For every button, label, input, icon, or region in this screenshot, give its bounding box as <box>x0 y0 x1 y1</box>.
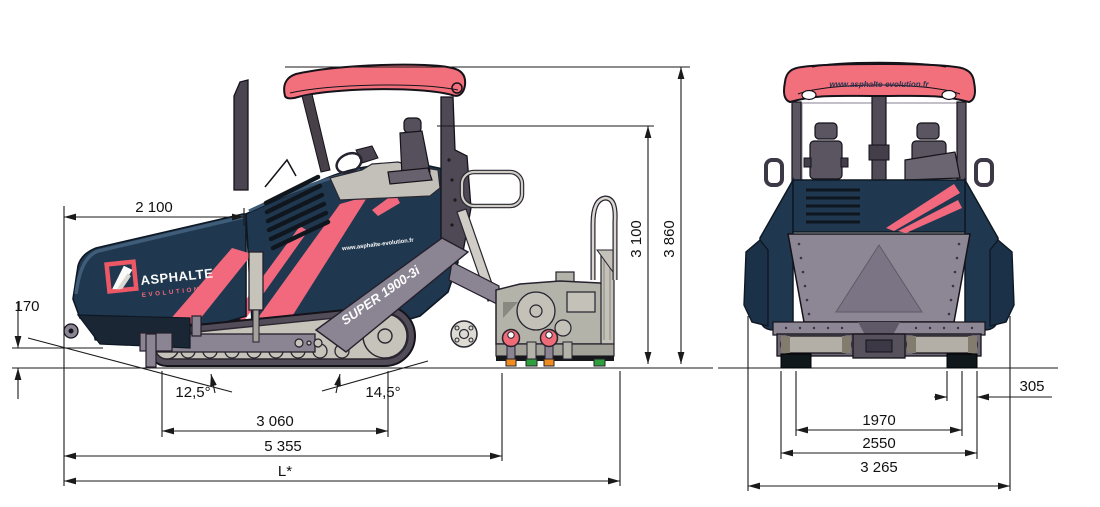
tow-ram-rod <box>252 309 260 343</box>
apron-triangle <box>835 244 923 313</box>
dim-label-170: 170 <box>14 298 39 315</box>
screed-plate-hub <box>529 304 543 318</box>
dim-label-3860: 3 860 <box>661 220 678 258</box>
apron-rivets <box>797 242 961 316</box>
handrail-gusset <box>596 249 614 274</box>
tow-ring-1 <box>501 328 521 367</box>
screed-sensors <box>525 341 606 367</box>
seat-left <box>803 122 849 180</box>
hopper-accent-stripe <box>168 248 252 324</box>
screed-handrail-inner <box>591 196 617 280</box>
hopper-wing-right <box>989 238 1015 327</box>
screed-plate <box>516 291 556 331</box>
dim-label-2550: 2550 <box>862 435 895 452</box>
ext-2550 <box>780 371 978 459</box>
logo-square-icon <box>104 259 139 294</box>
grab-handle-left <box>764 158 784 187</box>
brand-logo <box>104 259 139 294</box>
roller-cap-rl <box>907 336 916 353</box>
front-pivot-pin <box>68 328 74 334</box>
tow-ring-2 <box>539 328 559 367</box>
exhaust-stack <box>233 79 249 191</box>
column-joint <box>868 144 890 161</box>
frame-post <box>191 315 202 337</box>
canopy-front <box>783 63 976 104</box>
rear-handrail-inner <box>460 170 524 208</box>
hopper-wing-left <box>743 238 769 327</box>
canopy-roll-end <box>451 82 463 94</box>
screed-small-wheel <box>554 319 572 337</box>
grab-handle-right <box>974 158 994 187</box>
lower-apron-notch <box>858 322 900 335</box>
dim-label-approach-angle: 12,5° <box>175 384 210 401</box>
tow-arm <box>448 261 500 306</box>
dim-label-3265: 3 265 <box>860 459 898 476</box>
screed-plate-strip <box>496 356 614 361</box>
front-hitch-nose <box>76 314 191 349</box>
canopy-inner-line <box>289 84 459 94</box>
link-roller <box>450 320 478 348</box>
track-arm <box>314 237 470 353</box>
side-view-machine: ASPHALTE EVOLUTION www.asphalte-evolutio… <box>63 63 618 368</box>
front-accent-stripes <box>886 184 962 233</box>
hitch-plate <box>145 333 157 368</box>
dim-label-overall-length: L* <box>278 463 292 480</box>
push-roller-right <box>906 335 978 354</box>
front-website-decal: www.asphalte-evolution.fr <box>829 80 929 89</box>
logo-arrow-icon <box>112 265 133 290</box>
roller-cap-lr <box>842 336 851 353</box>
dim-label-5355: 5 355 <box>264 438 302 455</box>
hood-louvers <box>263 174 331 251</box>
track-pad-left <box>780 353 812 369</box>
dim-label-3100: 3 100 <box>628 220 645 258</box>
canopy-light-left <box>801 89 817 101</box>
operator-seat <box>387 117 433 185</box>
mirror-bracket <box>264 158 297 188</box>
canopy-post-left <box>791 101 802 186</box>
ext-1970 <box>795 371 963 436</box>
seat-right <box>904 122 961 181</box>
track-pad-right <box>946 353 978 369</box>
approach-angle-arrow <box>210 373 217 394</box>
dim-label-305: 305 <box>1019 378 1044 395</box>
canopy-top-line <box>811 61 947 68</box>
steering-wheel <box>335 151 363 175</box>
canopy-front-post <box>301 93 331 173</box>
push-roller-left <box>780 335 852 354</box>
roller-center-inner <box>865 339 893 353</box>
logo-arrow-icon-2 <box>117 273 131 290</box>
body-louvers <box>806 188 860 224</box>
roller-cap-rr <box>968 336 977 353</box>
ext-3265 <box>747 316 1011 491</box>
dim-label-1970: 1970 <box>862 412 895 429</box>
screed-unit <box>495 195 618 367</box>
roller-cap-ll <box>781 336 790 353</box>
dim-label-departure-angle: 14,5° <box>365 384 400 401</box>
tow-ram-cylinder <box>248 251 264 311</box>
ext-3060 <box>161 371 389 437</box>
screed-notch <box>503 302 518 318</box>
front-view-dimensions: 3 265 2550 1970 305 <box>747 316 1052 491</box>
frame-bracket-holes <box>294 338 323 348</box>
dim-label-2100: 2 100 <box>135 199 173 216</box>
hopper-rim-highlight <box>74 215 244 295</box>
departure-angle-arrow <box>334 373 341 394</box>
dim-label-3060: 3 060 <box>256 413 294 430</box>
lower-apron-rivets <box>784 326 974 330</box>
front-view-machine: www.asphalte-evolution.fr <box>743 61 1015 369</box>
rear-sprocket-hub <box>377 328 393 344</box>
canopy-side <box>283 63 467 100</box>
screed-box <box>566 291 596 313</box>
channel-lines <box>603 256 611 340</box>
side-view-dimensions: 2 100 170 12,5° 14,5° 3 060 5 355 L* 3 1… <box>12 66 690 486</box>
column-bolts <box>447 158 457 227</box>
canopy-light-right <box>941 89 957 101</box>
approach-angle-line <box>27 337 233 393</box>
